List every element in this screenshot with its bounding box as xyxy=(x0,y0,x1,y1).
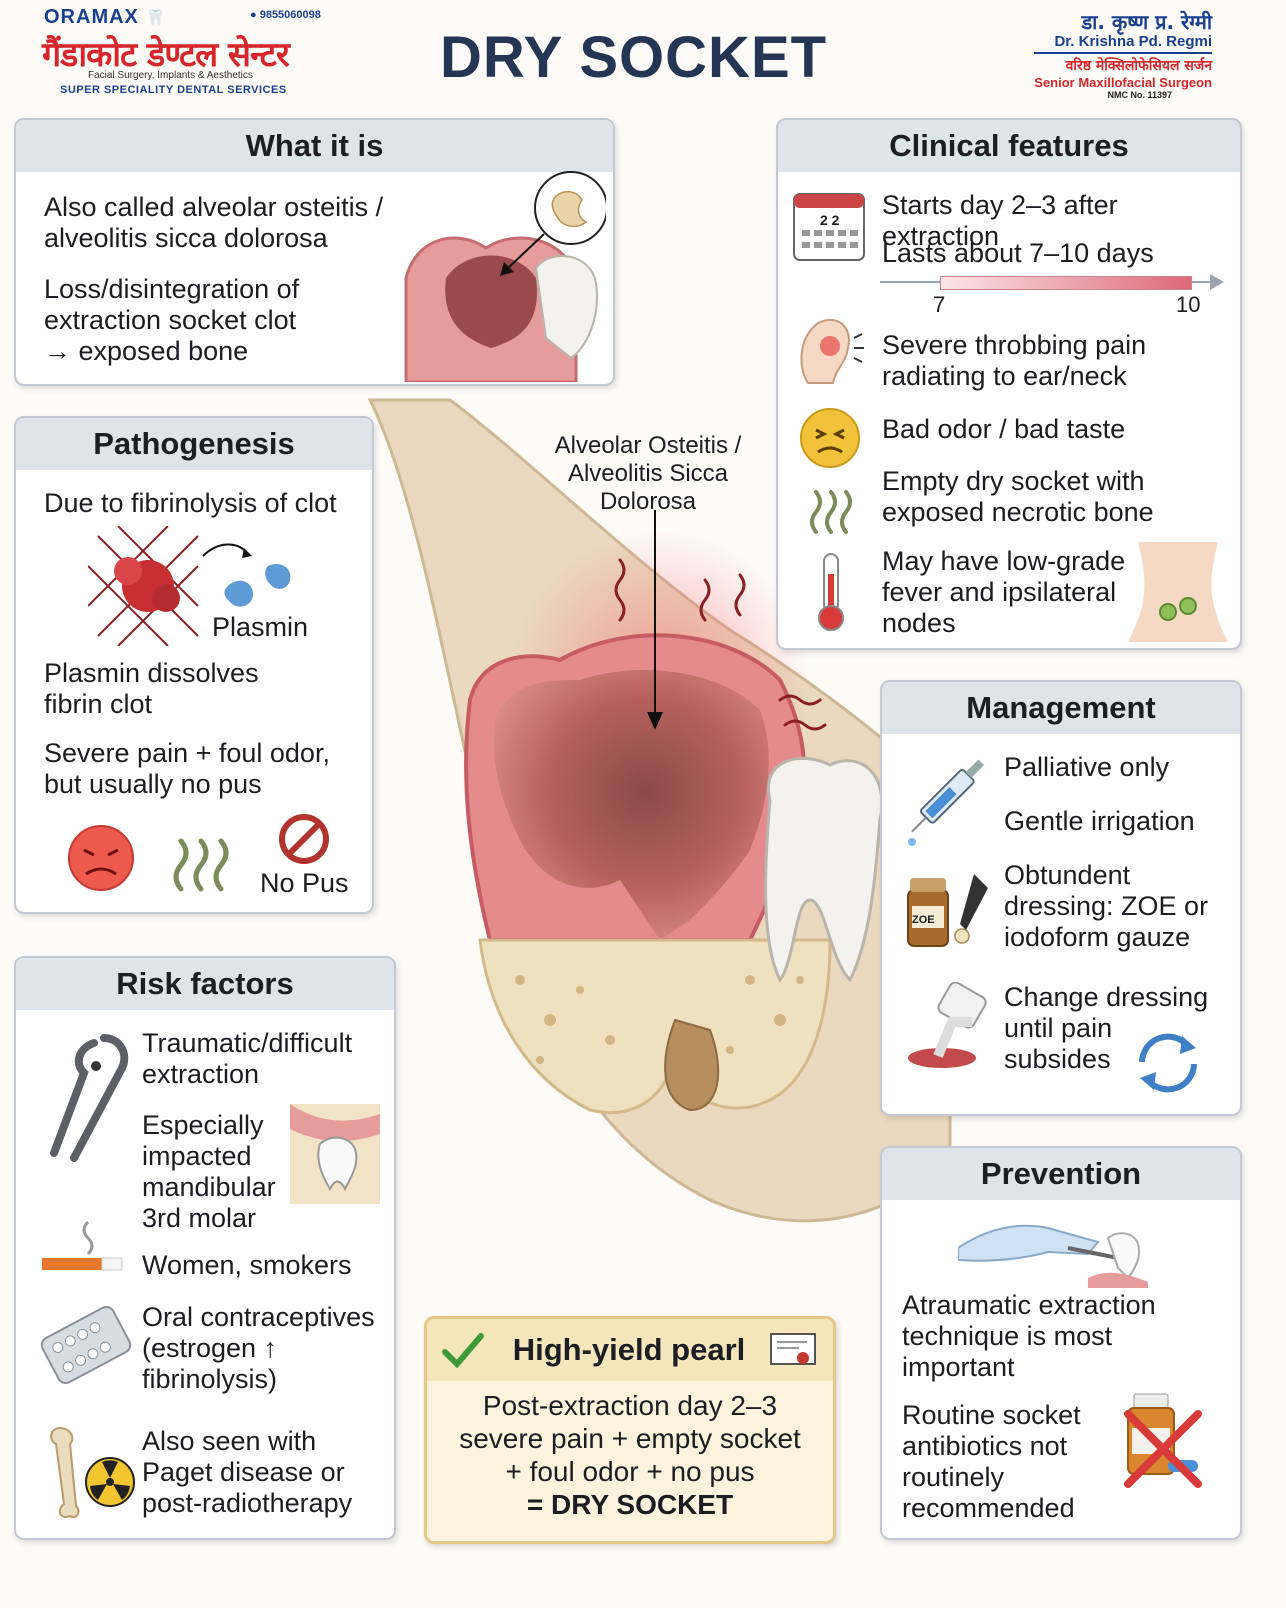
high-yield-pearl-panel: High-yield pearl Post-extraction day 2–3… xyxy=(424,1316,836,1544)
cigarette-icon xyxy=(42,1220,123,1271)
prevention-title: Prevention xyxy=(882,1148,1240,1200)
zoe-label: ZOE xyxy=(912,914,935,926)
dry-socket-illustration xyxy=(367,398,952,1223)
neck-lymph-node-icon xyxy=(1128,542,1228,642)
risk-factors-panel: Risk factors Traumatic/difficult extract… xyxy=(14,956,396,1540)
impacted-tooth-icon xyxy=(290,1104,380,1204)
management-title: Management xyxy=(882,682,1240,734)
odor-waves-icon xyxy=(810,490,852,534)
what-it-is-description: Loss/disintegration of extraction socket… xyxy=(44,274,300,366)
refresh-cycle-icon xyxy=(1139,1033,1197,1093)
doctor-credit: डा. कृष्ण प्र. रेग्मी Dr. Krishna Pd. Re… xyxy=(1034,8,1212,100)
odor-waves-icon xyxy=(173,838,229,892)
pearl-header: High-yield pearl xyxy=(427,1319,833,1381)
management-irrigation: Gentle irrigation xyxy=(1004,806,1195,836)
clinical-onset: Starts day 2–3 after extraction xyxy=(882,190,1118,251)
doctor-title-nepali: वरिष्ठ मेक्सिलोफेसियल सर्जन xyxy=(1065,58,1212,74)
gauze-roll-icon xyxy=(908,982,987,1068)
clinical-features-panel: Clinical features 2 2 Starts day 2–3 aft… xyxy=(776,118,1242,650)
clinical-duration: Lasts about 7–10 days xyxy=(882,238,1154,268)
management-change-dressing: Change dressing until pain subsides xyxy=(1004,982,1209,1074)
calendar-days: 2 2 xyxy=(820,212,840,228)
socket-bone-icon xyxy=(404,171,606,382)
doctor-title: Senior Maxillofacial Surgeon xyxy=(1034,75,1212,90)
risk-oral-contraceptives: Oral contraceptives (estrogen ↑ fibrinol… xyxy=(142,1302,375,1394)
risk-women-smokers: Women, smokers xyxy=(142,1250,352,1280)
zoe-dressing-icon xyxy=(907,874,988,947)
check-icon xyxy=(441,1333,484,1369)
clinic-name: गैंडाकोट डेण्टल सेन्टर xyxy=(42,35,290,75)
fibrin-clot-plasmin-icon xyxy=(88,526,291,646)
pathogenesis-cause: Due to fibrinolysis of clot xyxy=(44,488,337,518)
ear-pain-icon xyxy=(800,318,864,384)
clinical-features-title: Clinical features xyxy=(778,120,1240,172)
risk-paget-radiotherapy: Also seen with Paget disease or post-rad… xyxy=(142,1426,353,1518)
pill-pack-icon xyxy=(40,1305,132,1385)
prevention-panel: Prevention Atraumatic extraction techniq… xyxy=(880,1146,1242,1540)
gloved-hand-extraction-icon xyxy=(958,1224,1148,1288)
calendar-icon xyxy=(793,193,865,261)
duration-range-min: 7 xyxy=(933,292,946,317)
clinical-empty-socket: Empty dry socket with exposed necrotic b… xyxy=(882,466,1154,527)
no-pus-label: No Pus xyxy=(260,868,349,898)
bone-radiation-icon xyxy=(50,1426,135,1518)
doctor-name: Dr. Krishna Pd. Regmi xyxy=(1054,33,1212,50)
prevention-antibiotics: Routine socket antibiotics not routinely… xyxy=(902,1400,1081,1523)
duration-range-bar xyxy=(940,276,1192,290)
what-it-is-definition: Also called alveolar osteitis / alveolit… xyxy=(44,192,384,253)
management-panel: Management Palliative only Gentle irriga… xyxy=(880,680,1242,1116)
pathogenesis-mechanism: Plasmin dissolves fibrin clot xyxy=(44,658,259,719)
forceps-icon xyxy=(50,1034,129,1162)
clinic-phone: ● 9855060098 xyxy=(250,9,321,21)
risk-factors-title: Risk factors xyxy=(16,958,394,1010)
syringe-icon xyxy=(908,759,985,846)
pathogenesis-symptoms: Severe pain + foul odor, but usually no … xyxy=(44,738,330,799)
page-title: DRY SOCKET xyxy=(440,25,828,90)
clinical-fever-nodes: May have low-grade fever and ipsilateral… xyxy=(882,546,1126,638)
socket-callout-label: Alveolar Osteitis / Alveolitis Sicca Dol… xyxy=(554,432,742,515)
nmc-number: NMC No. 11397 xyxy=(1107,90,1172,100)
pearl-body: Post-extraction day 2–3 severe pain + em… xyxy=(459,1390,801,1520)
disgust-face-icon xyxy=(800,408,860,468)
brand-logo-text: ORAMAX 🦷 xyxy=(44,6,167,28)
management-dressing: Obtundent dressing: ZOE or iodoform gauz… xyxy=(1004,860,1209,952)
no-symbol-icon xyxy=(279,814,329,864)
risk-impacted-molar: Especially impacted mandibular 3rd molar xyxy=(142,1110,276,1233)
pain-face-icon xyxy=(68,825,134,891)
clinic-tagline: Facial Surgery, Implants & Aesthetics xyxy=(88,70,253,81)
prevention-atraumatic: Atraumatic extraction technique is most … xyxy=(902,1290,1156,1382)
plasmin-label: Plasmin xyxy=(212,612,309,642)
risk-traumatic: Traumatic/difficult extraction xyxy=(142,1028,353,1089)
what-it-is-title: What it is xyxy=(16,120,613,172)
duration-range-max: 10 xyxy=(1176,292,1201,317)
clinical-pain: Severe throbbing pain radiating to ear/n… xyxy=(882,330,1147,391)
what-it-is-panel: What it is Also called alveolar osteitis… xyxy=(14,118,615,386)
axis-arrow-icon xyxy=(1210,274,1224,290)
clinical-odor: Bad odor / bad taste xyxy=(882,414,1126,444)
clinic-services: SUPER SPECIALITY DENTAL SERVICES xyxy=(60,84,287,96)
thermometer-icon xyxy=(818,553,844,631)
management-palliative: Palliative only xyxy=(1004,752,1170,782)
certificate-icon xyxy=(770,1333,817,1365)
pathogenesis-title: Pathogenesis xyxy=(16,418,372,470)
doctor-name-nepali: डा. कृष्ण प्र. रेग्मी xyxy=(1081,10,1212,34)
pathogenesis-panel: Pathogenesis Due to fibrinolysis of clot… xyxy=(14,416,374,914)
pearl-title: High-yield pearl xyxy=(512,1332,746,1367)
no-antibiotics-icon xyxy=(1124,1393,1202,1488)
